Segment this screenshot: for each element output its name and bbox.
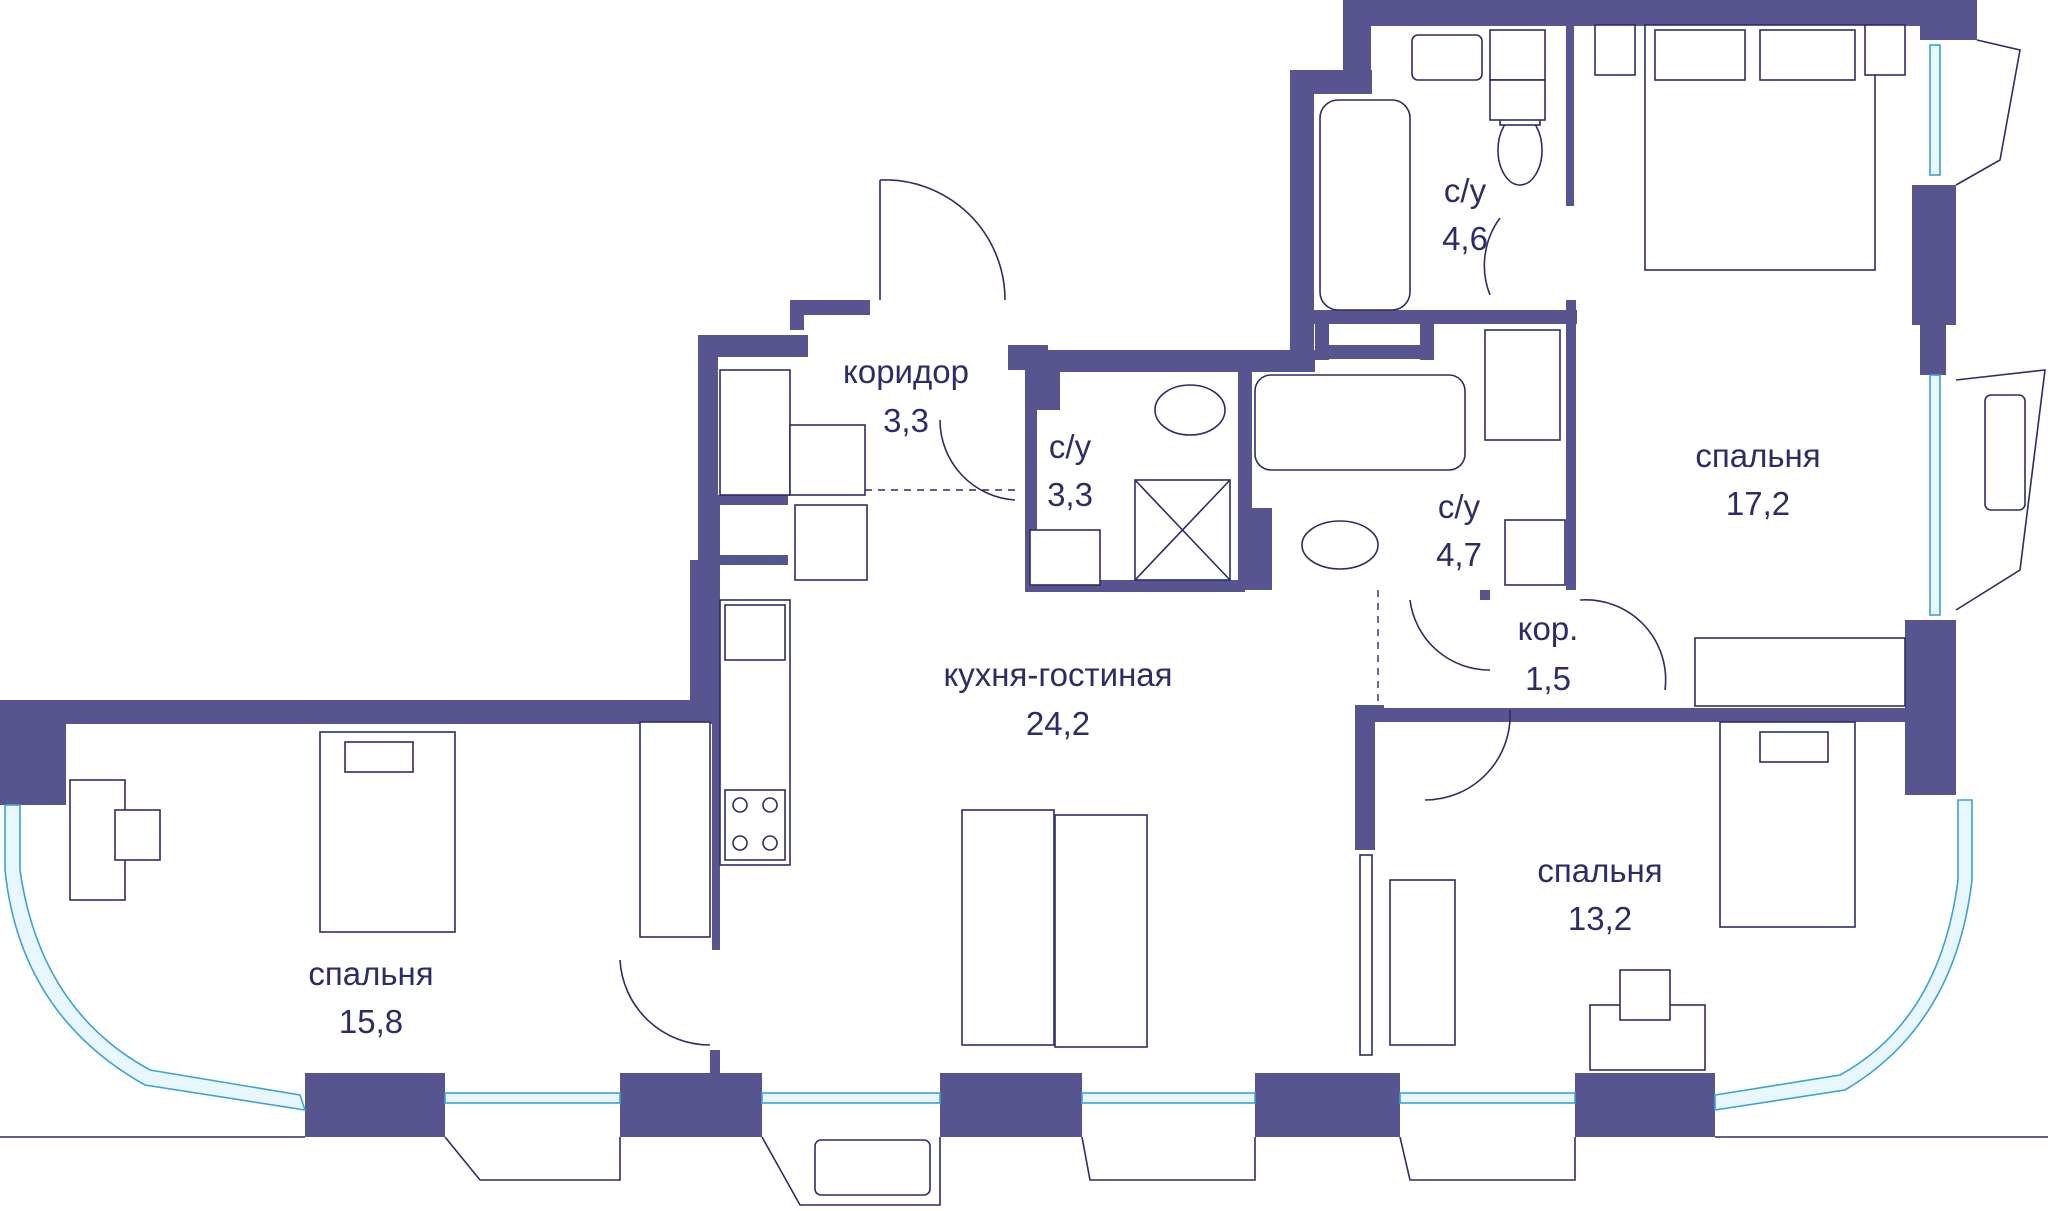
room-name-bedroom-left: спальня [308,955,433,992]
sink-icon [724,604,786,661]
room-labels: коридор 3,3 с/у 3,3 с/у 4,6 с/у 4,7 кор.… [308,172,1820,1040]
sofa-icon [1054,814,1148,1048]
chair-icon [114,809,161,861]
radiator-icon [814,1139,931,1196]
bathtub-icon [1319,99,1411,311]
exterior-outline [0,39,2048,1206]
room-area-bath-mid: 4,7 [1436,536,1482,573]
room-area-bedroom-top: 17,2 [1726,485,1790,522]
fixtures [69,24,2026,1196]
room-name-hall-small: кор. [1518,610,1579,647]
bathtub-icon [1254,374,1466,471]
room-name-corridor: коридор [843,353,969,390]
room-name-bath-top: с/у [1444,172,1487,209]
toilet-icon [1154,384,1226,436]
room-name-bath-mid: с/у [1438,488,1481,525]
room-area-bedroom-left: 15,8 [339,1003,403,1040]
room-name-bedroom-top: спальня [1695,437,1820,474]
room-name-bath-small: с/у [1049,428,1092,465]
sink-icon [1504,519,1566,586]
room-area-bath-top: 4,6 [1442,220,1488,257]
wardrobe-icon [639,721,711,938]
toilet-icon [1301,520,1379,570]
room-area-kitchen-living: 24,2 [1026,705,1090,742]
room-area-corridor: 3,3 [883,402,929,439]
sink-icon [1411,34,1483,81]
wardrobe-icon [719,369,791,496]
washer-icon [1484,329,1561,441]
windows [4,44,1973,1111]
walls [0,0,1977,1137]
room-area-bedroom-right: 13,2 [1568,900,1632,937]
wardrobe-icon [1694,637,1906,707]
doors [619,179,1667,1046]
dining-table-icon [961,809,1055,1046]
room-area-hall-small: 1,5 [1525,660,1571,697]
chair-icon [1619,969,1671,1021]
room-area-bath-small: 3,3 [1047,476,1093,513]
wardrobe-icon [1389,879,1456,1046]
room-name-kitchen-living: кухня-гостиная [943,656,1172,693]
room-name-bedroom-right: спальня [1537,852,1662,889]
sink-icon [1029,529,1101,586]
